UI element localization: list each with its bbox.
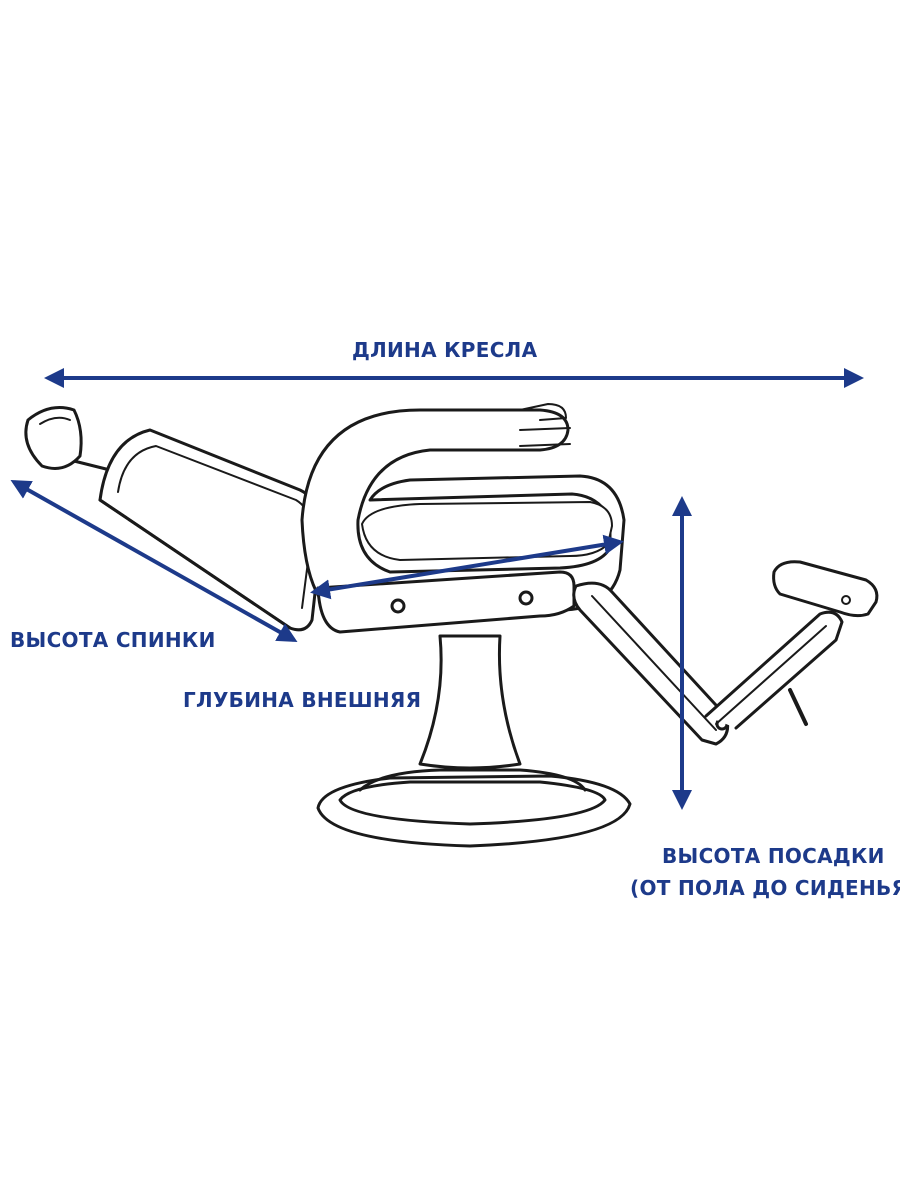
- back-height-label: ВЫСОТА СПИНКИ: [10, 628, 216, 652]
- seat-height-label-line2: (ОТ ПОЛА ДО СИДЕНЬЯ): [630, 876, 900, 900]
- outer-depth-arrow: [310, 534, 624, 600]
- backrest: [98, 428, 324, 632]
- back-height-arrow: [10, 480, 298, 642]
- bolt: [518, 590, 534, 606]
- chair-length-label: ДЛИНА КРЕСЛА: [352, 338, 538, 362]
- chair-pedestal: [418, 634, 522, 770]
- dimension-arrows: [10, 368, 864, 810]
- footrest-pad: [772, 560, 879, 618]
- outer-depth-label: ГЛУБИНА ВНЕШНЯЯ: [183, 688, 422, 712]
- headrest-rod: [68, 458, 112, 472]
- bolt: [390, 598, 406, 614]
- seat-height-label: ВЫСОТА ПОСАДКИ (ОТ ПОЛА ДО СИДЕНЬЯ): [630, 840, 900, 904]
- chair-base: [316, 768, 632, 848]
- chair-drawing: [24, 403, 879, 848]
- footrest-arm: [572, 581, 844, 746]
- headrest: [24, 406, 83, 470]
- seat-height-label-line1: ВЫСОТА ПОСАДКИ: [662, 844, 885, 868]
